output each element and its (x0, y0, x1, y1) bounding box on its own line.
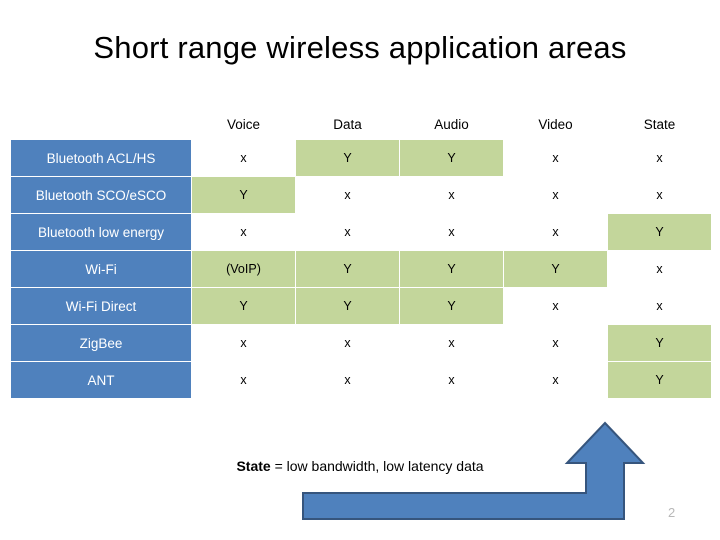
cell-audio: x (400, 177, 503, 213)
cell-state: x (608, 177, 711, 213)
cell-state: Y (608, 214, 711, 250)
cell-video: x (504, 288, 607, 324)
cell-audio: x (400, 214, 503, 250)
row-label-bluetooth-acl-hs: Bluetooth ACL/HS (11, 140, 191, 176)
cell-audio: x (400, 325, 503, 361)
column-header-video: Video (538, 116, 573, 132)
row-label-bluetooth-sco-esco: Bluetooth SCO/eSCO (11, 177, 191, 213)
cell-voice: x (192, 140, 295, 176)
slide-title: Short range wireless application areas (93, 30, 627, 65)
cell-video: x (504, 325, 607, 361)
cell-state: Y (608, 362, 711, 398)
cell-data: Y (296, 140, 399, 176)
cell-video: x (504, 362, 607, 398)
cell-state: Y (608, 325, 711, 361)
cell-data: x (296, 214, 399, 250)
cell-audio: Y (400, 288, 503, 324)
cell-voice: (VoIP) (192, 251, 295, 287)
table-corner-cell (11, 109, 191, 139)
cell-video: Y (504, 251, 607, 287)
cell-voice: x (192, 214, 295, 250)
cell-voice: x (192, 325, 295, 361)
state-legend-term: State (236, 458, 271, 474)
cell-audio: Y (400, 251, 503, 287)
cell-voice: x (192, 362, 295, 398)
application-areas-table: Voice Data Audio Video State Bluetooth A… (10, 108, 711, 399)
cell-state: x (608, 140, 711, 176)
cell-state: x (608, 251, 711, 287)
row-label-wi-fi: Wi-Fi (11, 251, 191, 287)
cell-voice: Y (192, 177, 295, 213)
row-label-ant: ANT (11, 362, 191, 398)
state-legend-definition: = low bandwidth, low latency data (270, 458, 484, 474)
column-header-state: State (643, 116, 676, 132)
column-header-audio: Audio (434, 116, 469, 132)
row-label-wi-fi-direct: Wi-Fi Direct (11, 288, 191, 324)
cell-video: x (504, 177, 607, 213)
cell-data: x (296, 177, 399, 213)
cell-data: x (296, 362, 399, 398)
cell-video: x (504, 140, 607, 176)
cell-data: x (296, 325, 399, 361)
cell-audio: x (400, 362, 503, 398)
column-header-voice: Voice (226, 116, 261, 132)
cell-data: Y (296, 288, 399, 324)
cell-video: x (504, 214, 607, 250)
row-label-bluetooth-low-energy: Bluetooth low energy (11, 214, 191, 250)
page-number: 2 (668, 505, 676, 520)
row-label-zigbee: ZigBee (11, 325, 191, 361)
state-legend-caption: State = low bandwidth, low latency data (0, 458, 720, 474)
cell-data: Y (296, 251, 399, 287)
table-header-row: Voice Data Audio Video State (11, 109, 711, 139)
cell-state: x (608, 288, 711, 324)
cell-voice: Y (192, 288, 295, 324)
cell-audio: Y (400, 140, 503, 176)
column-header-data: Data (333, 116, 362, 132)
